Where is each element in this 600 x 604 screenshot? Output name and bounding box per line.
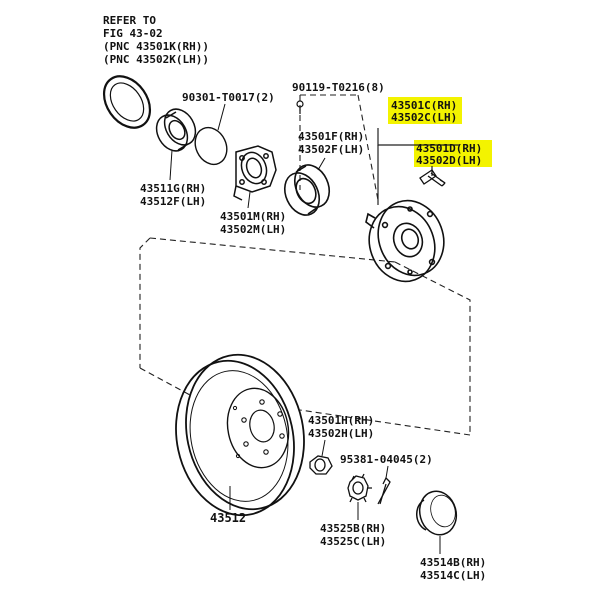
hub-bearing[interactable]	[278, 159, 336, 220]
cotter-pin[interactable]	[377, 476, 391, 505]
label-seal-rh[interactable]: 43511G(RH)	[140, 182, 206, 195]
label-knuckle-lh[interactable]: 43502M(LH)	[220, 223, 286, 236]
lock-cap[interactable]	[347, 473, 372, 503]
label-hub-rh[interactable]: 43501C(RH)	[391, 99, 457, 112]
outer-seal-ring[interactable]	[95, 68, 160, 137]
leader-pin	[385, 465, 389, 479]
leader-bearing	[317, 157, 326, 171]
refer-line-1: REFER TO	[103, 14, 156, 27]
label-bearing-lh[interactable]: 43502F(LH)	[298, 143, 364, 156]
refer-line-4: (PNC 43502K(LH))	[103, 53, 209, 66]
knuckle-flange[interactable]	[233, 145, 277, 201]
leader-nut	[321, 439, 326, 457]
label-seal-lh[interactable]: 43512F(LH)	[140, 195, 206, 208]
label-stud-lh[interactable]: 43502D(LH)	[416, 154, 482, 167]
label-lock-lh[interactable]: 43525C(LH)	[320, 535, 386, 548]
label-bearing-rh[interactable]: 43501F(RH)	[298, 130, 364, 143]
highlight-hub-label	[388, 97, 462, 124]
label-lock-rh[interactable]: 43525B(RH)	[320, 522, 386, 535]
hub-nut[interactable]	[309, 455, 333, 475]
refer-note: REFER TO FIG 43-02 (PNC 43501K(RH)) (PNC…	[103, 14, 209, 66]
leader-oring	[217, 103, 226, 131]
label-screw[interactable]: 90119-T0216(8)	[292, 81, 385, 94]
label-rotor[interactable]: 43512	[210, 511, 246, 525]
label-cap-lh[interactable]: 43514C(LH)	[420, 569, 486, 582]
o-ring[interactable]	[189, 122, 232, 169]
label-nut-lh[interactable]: 43502H(LH)	[308, 427, 374, 440]
screw[interactable]	[296, 100, 304, 114]
refer-line-2: FIG 43-02	[103, 27, 163, 40]
label-oring[interactable]: 90301-T0017(2)	[182, 91, 275, 104]
leader-knuckle	[247, 191, 251, 209]
leader-seal	[169, 149, 173, 181]
axle-hub[interactable]	[359, 191, 454, 290]
disc-rotor[interactable]	[162, 344, 318, 527]
label-nut-rh[interactable]: 43501H(RH)	[308, 414, 374, 427]
label-stud-rh[interactable]: 43501D(RH)	[416, 142, 482, 155]
label-hub-lh[interactable]: 43502C(LH)	[391, 111, 457, 124]
hub-stud[interactable]	[419, 169, 446, 187]
label-cap-rh[interactable]: 43514B(RH)	[420, 556, 486, 569]
label-knuckle-rh[interactable]: 43501M(RH)	[220, 210, 286, 223]
grease-cap[interactable]	[415, 487, 461, 539]
refer-line-3: (PNC 43501K(RH))	[103, 40, 209, 53]
oil-seal[interactable]	[150, 104, 201, 157]
label-pin[interactable]: 95381-04045(2)	[340, 453, 433, 466]
